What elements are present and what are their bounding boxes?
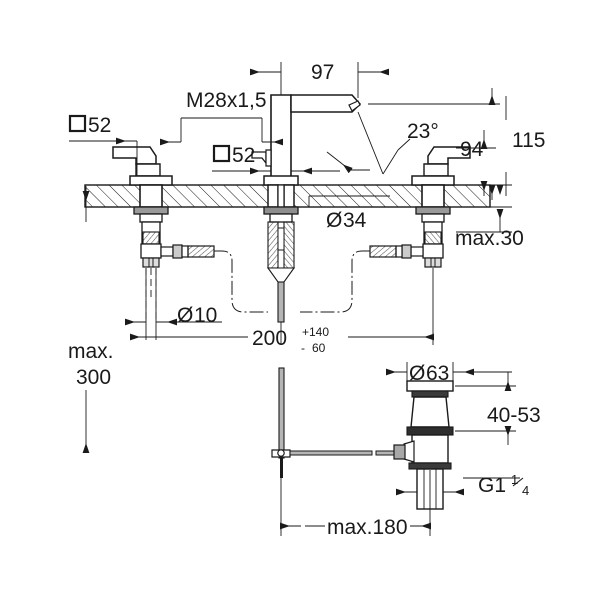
label-square-52-center: 52 (212, 144, 255, 167)
diameter-63-value: 63 (426, 362, 449, 385)
left-valve-assembly (112, 146, 215, 268)
spread-tolerance-minus-sign: - (301, 341, 305, 355)
diameter-63-symbol: Ø (409, 362, 425, 385)
left-valve-hidden-lines (145, 268, 157, 322)
g1-fraction-numerator: 1 (511, 472, 518, 487)
diameter-10-symbol: Ø (177, 304, 193, 327)
diameter-34-symbol: Ø (326, 209, 342, 232)
dimension-geometry (69, 62, 520, 536)
flex-hose-routing (214, 250, 370, 313)
label-angle-23: 23° (407, 120, 439, 143)
label-max-300: max. 300 (68, 340, 114, 389)
label-range-40-53: 40-53 (487, 404, 541, 427)
label-diameter-63: Ø 63 (409, 362, 449, 385)
label-height-115: 115 (512, 129, 545, 152)
label-square-52-left: 52 (68, 114, 111, 137)
label-reach-97: 97 (311, 61, 334, 84)
label-height-94: 94 (460, 138, 484, 161)
square-52-left-value: 52 (88, 114, 111, 137)
spread-tolerance-minus: 60 (312, 341, 326, 355)
label-spread-200: 200 +140 - 60 (252, 325, 329, 355)
diameter-34-value: 34 (343, 209, 367, 232)
spread-200-value: 200 (252, 327, 287, 350)
label-diameter-34: Ø 34 (326, 209, 367, 232)
g1-fraction-denominator: 4 (522, 483, 529, 498)
drain-body-assembly (393, 380, 454, 510)
diameter-10-value: 10 (194, 304, 217, 327)
spread-tolerance-plus: +140 (302, 325, 329, 339)
label-max-30: max.30 (455, 227, 524, 250)
label-diameter-10: Ø 10 (177, 304, 217, 327)
pop-up-lift-rod (271, 367, 415, 478)
dimension-labels: 52 M28x1,5 97 52 23° 115 94 Ø 34 max.30 … (68, 61, 545, 539)
label-thread-m28: M28x1,5 (186, 89, 267, 112)
max-300-value: 300 (76, 366, 111, 389)
max-300-prefix: max. (68, 340, 114, 363)
label-thread-g1-quarter: G1 1 4 (478, 472, 529, 498)
center-spout-assembly (251, 94, 362, 323)
label-max-180: max.180 (327, 516, 408, 539)
square-52-center-value: 52 (232, 144, 255, 167)
g1-text: G1 (478, 474, 506, 497)
